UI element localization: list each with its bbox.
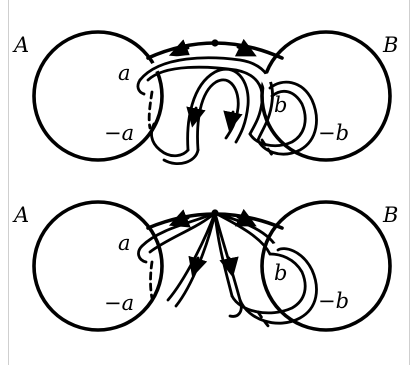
frame-left-border [8, 0, 9, 365]
dashed-b-bottom [256, 310, 272, 330]
frame-right-border [409, 0, 410, 365]
fan-to-b-inner [213, 211, 272, 256]
figure-top: A B a −a b −b [12, 30, 398, 165]
top-arc-arrow-right [234, 38, 257, 57]
label-right-top: B [382, 33, 398, 57]
label-minus-a-bottom: −a [104, 291, 134, 315]
curl-a-bottom [137, 244, 148, 264]
fan-to-a-outer [140, 211, 217, 248]
disk-b-bottom [260, 200, 392, 332]
arrow-fan-down-2 [219, 256, 239, 278]
label-b-bottom: b [274, 261, 287, 285]
loop-b-outer-bottom [238, 247, 318, 325]
strand-minus-a-outer-top [150, 122, 190, 158]
top-arc-arrow-left [168, 39, 191, 58]
label-left-top: A [12, 33, 29, 57]
basepoint-top [211, 39, 219, 47]
label-right-bottom: B [382, 203, 398, 227]
dashed-a-top [147, 90, 154, 130]
fan-center-loop-outer [213, 211, 243, 318]
band-a-inner-top [146, 65, 264, 136]
arc-arrow-right-bottom [234, 208, 257, 227]
dashed-b-top [260, 138, 276, 160]
strand-a-end-top [136, 78, 146, 96]
strand-minus-a-inner-top [162, 148, 200, 165]
central-arrow-down-top [186, 106, 206, 128]
label-minus-b-top: −b [318, 121, 349, 145]
disk-a-bottom [32, 200, 164, 332]
loop-b-inner-bottom [230, 252, 307, 315]
arc-arrow-left-bottom [168, 209, 191, 228]
band-a-outer-top [138, 56, 274, 142]
arrow-fan-down-1 [188, 255, 208, 278]
label-minus-b-bottom: −b [318, 289, 349, 313]
label-a-top: a [118, 61, 131, 85]
figure-bottom: A B a −a b −b [12, 200, 398, 332]
loop-b-outer-top [256, 80, 318, 156]
dashed-a-bottom [149, 260, 154, 300]
label-minus-a-top: −a [104, 121, 134, 145]
label-b-top: b [274, 93, 287, 117]
label-left-bottom: A [12, 203, 29, 227]
label-a-bottom: a [118, 231, 131, 255]
fan-center-loop-inner [213, 211, 234, 298]
disk-a-top [32, 30, 164, 162]
fan-to-a-inner [148, 211, 217, 254]
central-arrow-down2-top [223, 110, 243, 132]
